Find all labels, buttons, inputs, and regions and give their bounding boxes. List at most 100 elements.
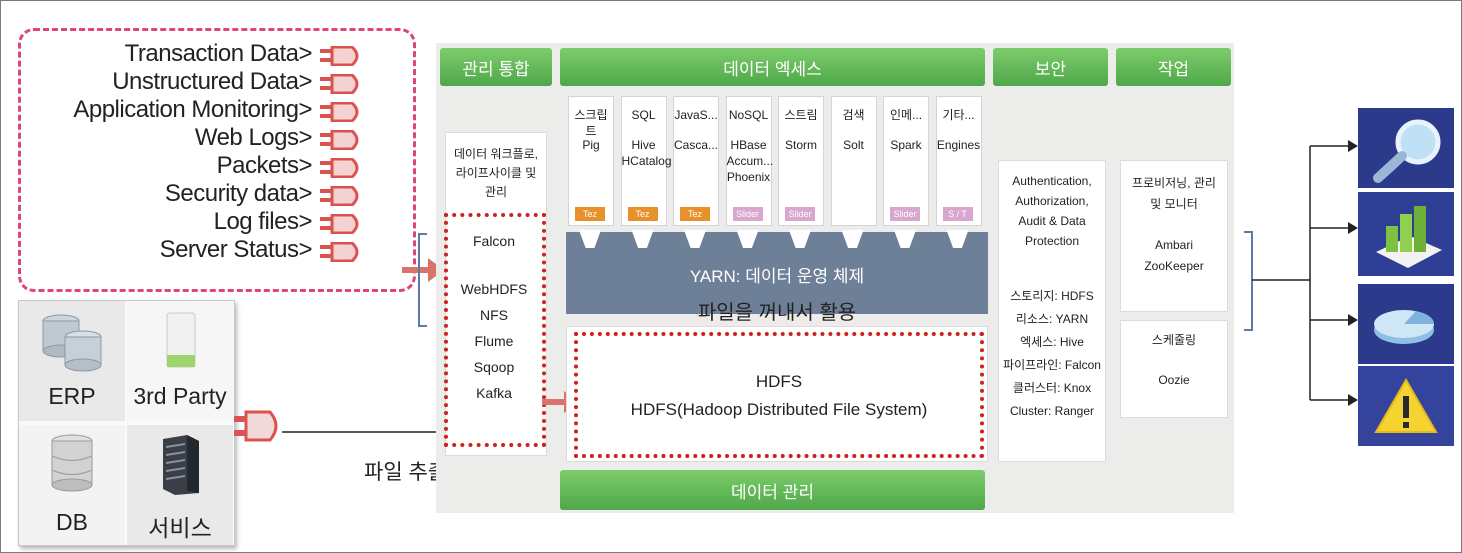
hdfs-box <box>566 326 988 462</box>
source-item: Log files> <box>213 208 313 235</box>
management-tool: NFS <box>480 307 508 323</box>
yarn-connector <box>841 230 864 248</box>
access-column: JavaS... Casca... Tez <box>673 96 719 226</box>
access-column-body: Engines <box>936 138 981 152</box>
plug-icon <box>320 158 359 178</box>
access-column-body: Storm <box>784 138 817 152</box>
ops-box: 프로비저닝, 관리 및 모니터 Ambari ZooKeeper <box>1120 160 1228 312</box>
access-column-head: 스크립트 <box>574 108 608 138</box>
security-box: Authentication, Authorization, Audit & D… <box>998 160 1106 462</box>
access-column-body: Casca... <box>674 138 719 152</box>
management-tool: Sqoop <box>473 359 515 375</box>
bar-chart-icon <box>1358 192 1454 276</box>
schedule-tool: Oozie <box>1158 373 1190 387</box>
access-column-head: 기타... <box>942 108 975 122</box>
source-item: Web Logs> <box>194 124 313 151</box>
data-access-header: 데이터 엑세스 <box>560 48 985 86</box>
security-line: 클러스터: Knox <box>1012 381 1092 395</box>
engine-tag: Slider <box>890 207 920 221</box>
yarn-connector <box>684 230 706 248</box>
db-label: DB <box>56 509 88 535</box>
plug-icon <box>320 214 359 234</box>
database-icon <box>51 434 93 492</box>
pie-chart-icon <box>1358 284 1454 364</box>
use-label: 파일을 꺼내서 활용 <box>697 302 857 324</box>
plug-icon <box>320 186 359 206</box>
yarn-connector <box>789 230 811 248</box>
management-header: 관리 통합 <box>440 48 552 86</box>
engine-tag: Tez <box>627 207 658 221</box>
ops-tools: Ambari ZooKeeper <box>1144 238 1204 273</box>
source-item: Packets> <box>216 152 313 179</box>
yarn-connector <box>631 230 654 248</box>
plug-icon <box>320 102 359 122</box>
security-line: 스토리지: HDFS <box>1010 289 1094 303</box>
enterprise-sources-panel: ERP 3rd Party DB 서비스 <box>18 300 235 546</box>
analytics-output <box>1358 108 1454 188</box>
management-tool: Kafka <box>476 385 512 401</box>
alert-output <box>1358 366 1454 446</box>
plug-icon <box>320 242 359 262</box>
security-header: 보안 <box>993 48 1108 86</box>
warning-icon <box>1358 366 1454 446</box>
access-column-body: HBase Accum... Phoenix <box>726 138 774 184</box>
schedule-box: 스케줄링 Oozie <box>1120 320 1228 418</box>
access-column-body: Pig <box>582 138 600 152</box>
data-sources-box <box>18 28 416 292</box>
yarn-connector <box>894 230 916 248</box>
security-line: Cluster: Ranger <box>1009 404 1095 418</box>
source-item: Server Status> <box>159 236 313 263</box>
erp-cell: ERP <box>19 301 125 421</box>
service-cell: 서비스 <box>127 425 233 545</box>
left-bracket <box>418 233 427 327</box>
source-item: Unstructured Data> <box>112 68 312 95</box>
access-column-body: Hive HCatalog <box>621 138 672 168</box>
management-desc: 데이터 워크플로, 라이프사이클 및 관리 <box>454 147 538 199</box>
source-item: Application Monitoring> <box>73 96 312 123</box>
access-column-head: SQL <box>631 108 656 122</box>
security-line: 엑세스: Hive <box>1020 335 1084 349</box>
management-tool: Flume <box>474 333 514 349</box>
source-item: Security data> <box>164 180 313 207</box>
security-line: 리소스: YARN <box>1015 312 1089 326</box>
ops-header: 작업 <box>1116 48 1231 86</box>
access-column-head: 스트림 <box>784 108 818 122</box>
drive-icon <box>166 312 196 368</box>
service-label: 서비스 <box>148 515 212 541</box>
security-desc: Authentication, Authorization, Audit & D… <box>1012 174 1092 248</box>
yarn-bar <box>566 232 988 314</box>
access-column-head: NoSQL <box>728 108 769 122</box>
plug-icon <box>320 130 359 150</box>
report-output <box>1358 192 1454 276</box>
data-management-bar: 데이터 관리 <box>560 470 985 510</box>
access-column-body: Spark <box>890 138 922 152</box>
db-connector <box>234 410 440 442</box>
source-item: Transaction Data> <box>124 40 313 67</box>
engine-tag: Slider <box>732 207 763 221</box>
hdfs-subtitle: HDFS(Hadoop Distributed File System) <box>630 400 928 419</box>
access-column-head: 인메... <box>889 108 923 122</box>
access-column-head: 검색 <box>842 108 865 122</box>
management-tool: Falcon <box>472 233 516 249</box>
erp-label: ERP <box>48 383 96 409</box>
access-column-head: JavaS... <box>674 108 718 122</box>
schedule-title: 스케줄링 <box>1151 333 1197 347</box>
engine-tag: S / T <box>942 207 973 221</box>
database-stack-icon <box>42 314 102 372</box>
engine-tag: Tez <box>680 207 710 221</box>
server-rack-icon <box>163 435 199 495</box>
plug-icon <box>320 46 359 66</box>
output-connectors <box>1244 140 1358 406</box>
yarn-connector <box>736 230 759 248</box>
engine-tag: Tez <box>575 207 605 221</box>
management-box: 데이터 워크플로, 라이프사이클 및 관리 <box>445 132 547 456</box>
access-column: 기타... Engines S / T <box>935 96 982 226</box>
engine-tag: Slider <box>785 207 815 221</box>
